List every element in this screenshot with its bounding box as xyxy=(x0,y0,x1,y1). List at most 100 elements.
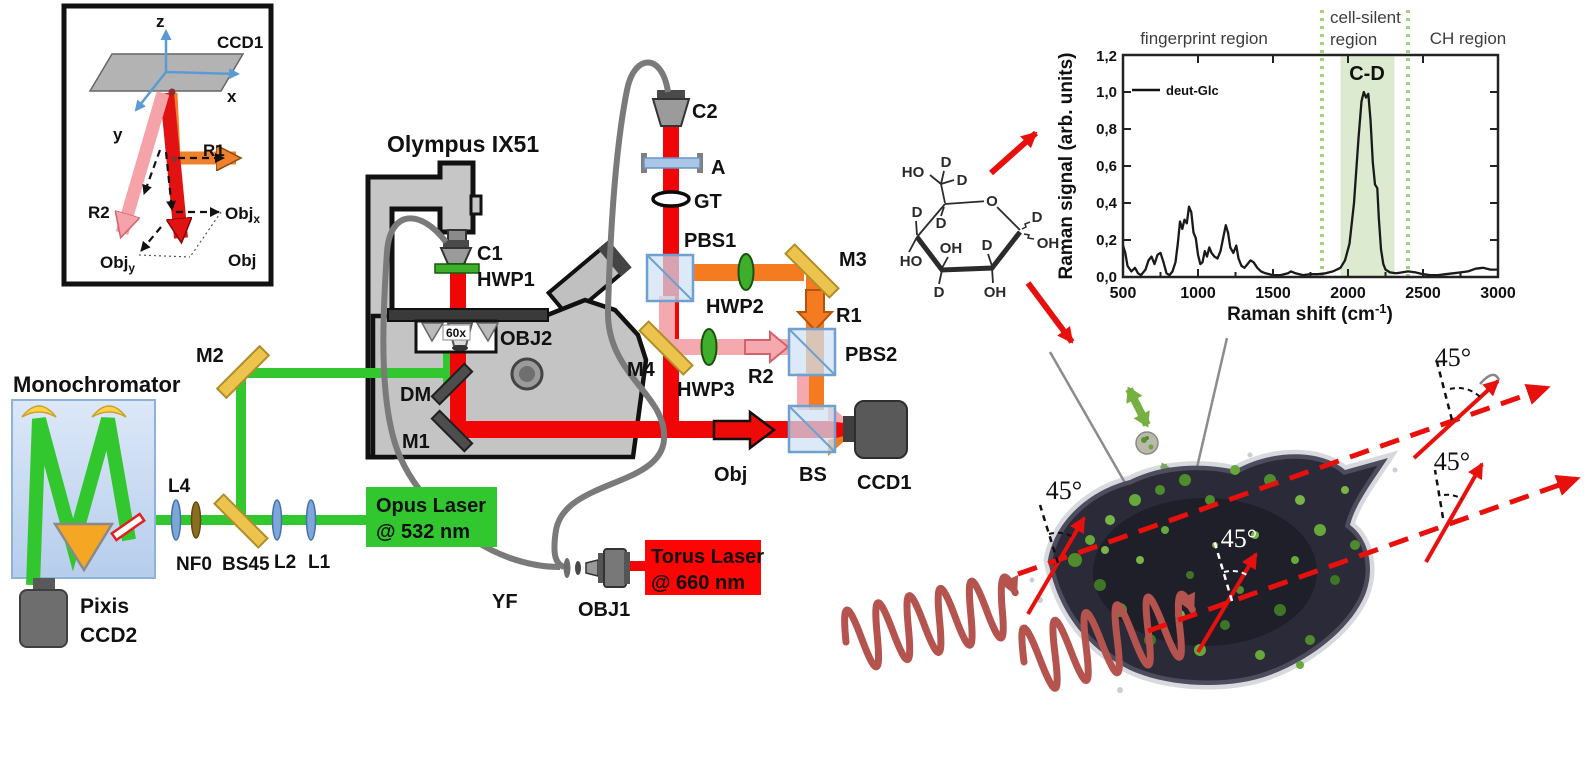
m3-label: M3 xyxy=(839,249,867,271)
y-axis xyxy=(134,71,167,112)
r2-vector-arrow xyxy=(122,91,170,233)
a-label: A xyxy=(711,157,725,179)
inset-obj-label: Obj xyxy=(228,251,256,270)
y-tick: 1,0 xyxy=(1096,84,1117,101)
cell-debris xyxy=(1029,452,1398,693)
angle-label-4: 45° xyxy=(1434,447,1470,476)
ccd1-label: CCD1 xyxy=(857,472,911,494)
x-axis xyxy=(165,68,240,80)
fiber-coupler xyxy=(563,558,571,578)
mirror-arc-right xyxy=(91,405,127,418)
mol-ho-left: HO xyxy=(900,253,923,270)
squiggle-bond-d xyxy=(1021,221,1031,230)
polarization-cross-1 xyxy=(1026,504,1086,616)
labels-left: Monochromator Pixis CCD2 L4 NF0 BS45 L2 … xyxy=(13,131,764,647)
ccd2-label: CCD2 xyxy=(80,624,137,647)
mirror-m1 xyxy=(430,409,474,453)
r2-label: R2 xyxy=(748,366,774,388)
hwp3-label: HWP3 xyxy=(677,379,735,401)
trapped-bead xyxy=(1135,431,1159,455)
mol-d-ch2-top: D xyxy=(941,154,952,171)
to-r2-dashed-arrow xyxy=(142,149,162,195)
pink-beam-pbs2-bs xyxy=(797,373,809,410)
x-axis-title: Raman shift (cm-1) xyxy=(1227,301,1393,325)
r2-beam-arrow xyxy=(744,329,790,365)
angle-label-3: 45° xyxy=(1435,343,1471,372)
legend-label: deut-Glc xyxy=(1166,83,1219,98)
gray-arc xyxy=(1479,373,1501,385)
ch2-bonds xyxy=(929,170,955,204)
m4-label: M4 xyxy=(627,359,656,381)
x-axis-label: x xyxy=(227,87,237,106)
opus-laser-line1: Opus Laser xyxy=(376,495,486,517)
mol-d-left-outer: D xyxy=(912,204,923,221)
arrow-to-spectrum xyxy=(989,130,1038,176)
torus-laser-line1: Torus Laser xyxy=(651,546,764,568)
glucose-molecule: HO D D O D D D OH OH HO D D OH xyxy=(900,154,1060,301)
mol-ring-o: O xyxy=(986,193,998,210)
ring-bond-thin xyxy=(916,200,1021,238)
projection-line xyxy=(138,254,191,258)
pivot-dot xyxy=(168,88,176,96)
y-axis-label: y xyxy=(113,125,123,144)
fibers-lasers xyxy=(366,59,761,595)
inset-r2-label: R2 xyxy=(88,203,110,222)
hwp2-label: HWP2 xyxy=(706,296,764,318)
objective-side xyxy=(420,322,445,343)
yf-label: YF xyxy=(492,591,518,613)
o-bg xyxy=(984,193,1000,209)
inset-ccd1-label: CCD1 xyxy=(217,33,263,52)
mol-oh-anomeric: OH xyxy=(1037,235,1060,252)
mirror-m3 xyxy=(784,243,840,299)
inset-objx-label: Objx xyxy=(225,204,260,226)
coordinate-inset: CCD1 z x y R1 R2 Obj Objx Objy xyxy=(61,3,274,287)
gt-label: GT xyxy=(694,191,722,213)
y-tick: 0,6 xyxy=(1096,158,1117,175)
objective-lens xyxy=(452,345,468,351)
torus-laser-line2: @ 660 nm xyxy=(651,572,745,594)
c2-cap xyxy=(657,90,685,99)
mol-d-c2: D xyxy=(982,237,993,254)
arm-tab xyxy=(469,194,483,216)
dichroic-dm xyxy=(430,362,474,406)
entrance-slit xyxy=(110,512,146,542)
cell-silent-label-1: cell-silent xyxy=(1330,8,1401,27)
monochromator-title: Monochromator xyxy=(13,372,181,397)
y-tick: 1,2 xyxy=(1096,48,1117,65)
obj2-label: OBJ2 xyxy=(500,328,552,350)
hwp3-plate xyxy=(700,328,718,366)
r1-label: R1 xyxy=(836,305,862,327)
torus-laser-box xyxy=(645,540,761,595)
right-beam-path xyxy=(638,90,908,459)
z-axis-label: z xyxy=(156,12,165,31)
ccd2-camera xyxy=(19,589,68,648)
pbs1-label: PBS1 xyxy=(684,230,736,252)
cube-bs xyxy=(787,404,837,454)
y-axis-title: Raman signal (arb. units) xyxy=(1056,53,1077,280)
labels-right-path: C2 A GT PBS1 HWP2 M3 R1 M4 HWP3 R2 PBS2 … xyxy=(627,101,911,494)
substituent-bonds xyxy=(908,206,994,285)
fiber-coupler xyxy=(575,561,581,575)
green-beam-to-scope xyxy=(246,368,448,378)
y-tick: 0,8 xyxy=(1096,121,1117,138)
opus-laser-line2: @ 532 nm xyxy=(376,521,470,543)
cell-silent-label-2: region xyxy=(1330,30,1377,49)
y-tick: 0,0 xyxy=(1096,269,1117,286)
incoming-wave-1 xyxy=(841,573,1019,671)
propagation-axis-lower xyxy=(1147,474,1581,634)
mol-d-anomeric: D xyxy=(1032,209,1043,226)
bs-label: BS xyxy=(799,464,827,486)
x-tick: 1000 xyxy=(1180,285,1216,302)
ccd1-barrel xyxy=(843,416,857,442)
red-beam-torus xyxy=(620,561,647,571)
cell-panel: 45° 45° 45° 45° xyxy=(841,337,1581,693)
obj-vector-arrow xyxy=(160,92,181,238)
green-beam-dm-up xyxy=(443,350,452,388)
m2-label: M2 xyxy=(196,345,224,367)
x-tick: 2500 xyxy=(1405,285,1441,302)
obj1-cone xyxy=(585,559,599,577)
scope-optics: 60x xyxy=(387,240,549,453)
microscope-title: Olympus IX51 xyxy=(387,131,539,157)
objective-side xyxy=(475,322,500,343)
